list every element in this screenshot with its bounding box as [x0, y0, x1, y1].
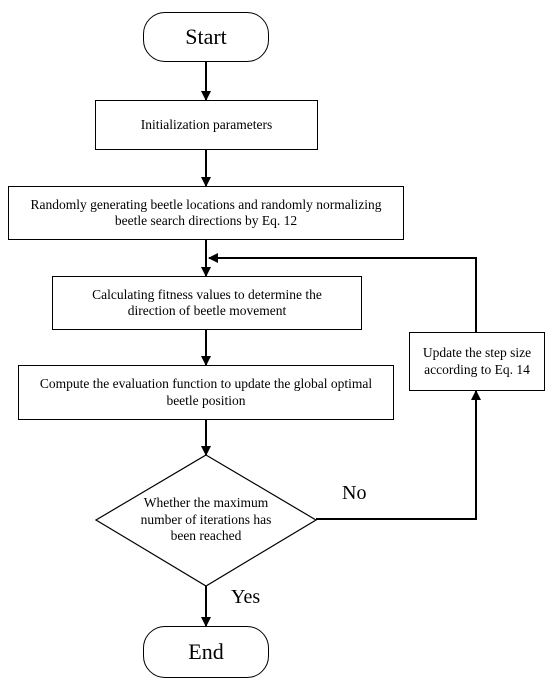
- evaluate-label: Compute the evaluation function to updat…: [39, 376, 373, 408]
- start-label: Start: [185, 23, 227, 49]
- arrow-update-loop-back: [208, 253, 477, 332]
- update-label: Update the step size according to Eq. 14: [422, 345, 532, 377]
- no-branch-label: No: [342, 482, 367, 504]
- init-label: Initialization parameters: [140, 116, 273, 132]
- start-terminal: Start: [143, 12, 269, 62]
- end-terminal: End: [143, 626, 269, 678]
- end-label: End: [188, 638, 224, 664]
- fitness-label: Calculating fitness values to determine …: [92, 286, 322, 318]
- decision-text: Whether the maximum number of iterations…: [136, 488, 276, 552]
- fitness-process-box: Calculating fitness values to determine …: [52, 276, 362, 330]
- decision-label: Whether the maximum number of iterations…: [140, 494, 272, 544]
- evaluate-process-box: Compute the evaluation function to updat…: [18, 365, 394, 420]
- generate-label: Randomly generating beetle locations and…: [30, 196, 382, 228]
- update-step-box: Update the step size according to Eq. 14: [409, 332, 545, 391]
- decision-diamond: [94, 454, 318, 587]
- generate-process-box: Randomly generating beetle locations and…: [8, 186, 404, 240]
- init-process-box: Initialization parameters: [95, 100, 318, 150]
- arrow-decision-to-update: [316, 390, 481, 520]
- yes-branch-label: Yes: [231, 586, 261, 608]
